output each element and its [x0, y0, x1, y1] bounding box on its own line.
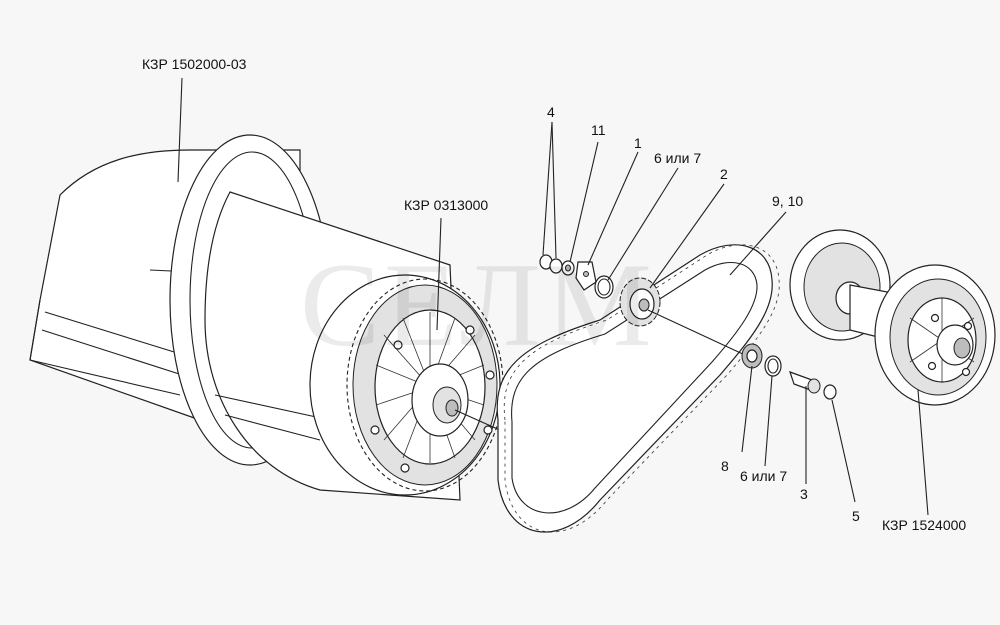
axle-part-3 — [789, 371, 821, 394]
label-assembly-pulley: КЗР 1524000 — [882, 517, 967, 533]
label-part-1: 1 — [634, 135, 642, 151]
label-part-9-10: 9, 10 — [772, 193, 804, 209]
pulley-assembly — [789, 229, 996, 406]
ring-part-5 — [823, 384, 837, 400]
label-part-4: 4 — [547, 104, 555, 120]
label-part-11: 11 — [591, 122, 606, 138]
sprocket-part-2 — [619, 277, 761, 363]
label-part-6-or-7-top: 6 или 7 — [654, 150, 702, 166]
bearing-part-8 — [741, 343, 763, 369]
roller-chain — [496, 244, 780, 533]
drum-assembly — [309, 274, 579, 496]
label-part-3: 3 — [800, 486, 808, 502]
label-part-6-or-7-bottom: 6 или 7 — [740, 468, 788, 484]
label-part-2: 2 — [720, 166, 728, 182]
leader-lines — [177, 77, 929, 516]
label-assembly-hopper: КЗР 1502000-03 — [142, 56, 247, 72]
plate-part-1 — [575, 261, 597, 291]
washer-part-11 — [561, 260, 575, 276]
retaining-ring-top — [594, 275, 614, 299]
label-part-8: 8 — [721, 458, 729, 474]
retaining-ring-bottom — [764, 355, 782, 377]
label-assembly-drum: КЗР 0313000 — [404, 197, 489, 213]
label-part-5: 5 — [852, 508, 860, 524]
washer-parts-4 — [539, 254, 563, 274]
